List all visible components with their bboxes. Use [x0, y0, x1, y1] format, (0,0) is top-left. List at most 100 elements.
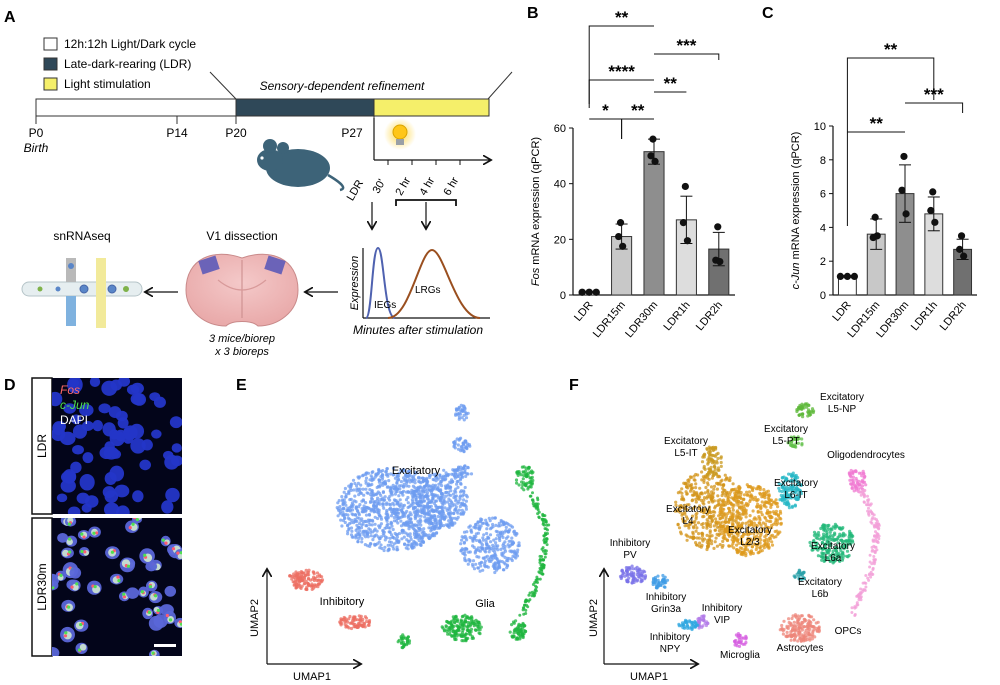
data-point [898, 186, 906, 194]
cluster-astrocytes-point [808, 633, 812, 637]
excitatory-point [350, 529, 354, 533]
e-umap1-label: UMAP1 [293, 671, 331, 683]
fos-puncta [165, 613, 169, 618]
cluster-l23-point [763, 491, 767, 495]
excitatory-point [423, 487, 427, 491]
cluster-l4-point [708, 530, 712, 535]
excitatory-point [433, 518, 437, 522]
excitatory-point [369, 474, 373, 478]
inhibitory-point [359, 614, 363, 618]
panel-a: 12h:12h Light/Dark cycle Late-dark-reari… [21, 37, 513, 358]
nucleus [151, 429, 162, 439]
nucleus [104, 490, 119, 503]
cluster-l23-point [761, 521, 765, 525]
excitatory-point [440, 506, 444, 510]
cluster-l23-point [732, 539, 736, 543]
cluster-l6b-point [801, 571, 805, 575]
excitatory-point [416, 491, 420, 496]
excitatory-point [352, 488, 356, 492]
excitatory-point [370, 518, 374, 523]
nucleus [84, 495, 99, 508]
excitatory-point [417, 501, 421, 505]
nucleus [130, 438, 146, 454]
fos-puncta [116, 575, 120, 579]
inhibitory-point [304, 579, 308, 583]
cluster-l6a-point [836, 555, 840, 559]
glia-point [454, 615, 458, 619]
cluster-l6a-point [822, 535, 827, 539]
fos-puncta [133, 518, 137, 520]
cluster-astrocytes-point [817, 628, 822, 633]
e-label-excitatory: Excitatory [392, 465, 441, 477]
excitatory-point [383, 495, 387, 499]
nucleus [67, 506, 81, 514]
excitatory-point [459, 476, 463, 481]
inhibitory-point [356, 625, 360, 629]
cjun-puncta [153, 594, 158, 598]
nucleus [101, 380, 118, 396]
glia-point [522, 624, 526, 628]
cluster-l23-point [775, 523, 779, 527]
cluster-microglia-point [744, 637, 748, 641]
cluster-l23-point [721, 520, 725, 524]
x-tick-label: LDR1h [909, 299, 940, 333]
cluster-l4-point [701, 525, 705, 530]
inhibitory-point [342, 615, 346, 620]
excitatory-point [382, 506, 386, 510]
y-axis-label: Fos mRNA expression (qPCR) [530, 137, 542, 286]
glia-point [536, 506, 540, 510]
cluster-opcs-point [866, 576, 870, 580]
inhibitory-point [310, 584, 314, 588]
glia-point [544, 527, 548, 531]
cluster-l4-point [699, 509, 703, 514]
cluster-l4-point [683, 510, 687, 514]
cluster-l4-point [706, 522, 710, 526]
cluster-l4-point [707, 515, 712, 519]
data-point [649, 135, 657, 143]
excitatory-point [445, 500, 450, 504]
cluster-opcs-point [864, 574, 868, 577]
excitatory-point [484, 546, 488, 550]
excitatory-point [413, 490, 417, 494]
excitatory-point [419, 523, 423, 527]
cluster-l23-point [756, 485, 760, 489]
data-point [931, 218, 939, 226]
excitatory-point [417, 538, 421, 543]
excitatory-point [388, 486, 392, 490]
cluster-l4-point [674, 503, 678, 507]
cluster-opcs-point [859, 587, 863, 591]
cluster-l23-point [731, 503, 735, 507]
age-p27: P27 [341, 126, 363, 140]
cluster-oligodendrocytes-point [862, 472, 866, 476]
cluster-l4-point [710, 518, 714, 522]
glia-point [474, 622, 478, 627]
cluster-l23-point [726, 501, 730, 506]
cluster-l4-point [707, 477, 711, 481]
cluster-astrocytes-point [793, 613, 798, 617]
cluster-l6a-point [815, 533, 820, 537]
nucleus [98, 403, 111, 414]
excitatory-point [487, 550, 491, 554]
glia-point [444, 624, 448, 628]
x-tick-label: LDR2h [694, 299, 725, 333]
cluster-l23-point [739, 523, 744, 527]
excitatory-point [495, 568, 499, 572]
cluster-astrocytes-point [791, 624, 795, 628]
nucleus [126, 384, 140, 395]
excitatory-point [503, 547, 507, 551]
cluster-l6a-point [838, 559, 842, 564]
e-label-inhibitory: Inhibitory [320, 596, 365, 608]
excitatory-point [385, 508, 389, 513]
fos-puncta [95, 531, 99, 535]
cluster-l23-point [768, 537, 773, 541]
cluster-l23-point [727, 520, 731, 525]
cluster-l6a-point [843, 539, 847, 543]
cluster-l23-point [762, 539, 766, 543]
excitatory-point [399, 480, 403, 484]
nucleus [114, 484, 130, 498]
nucleus [52, 391, 63, 407]
cluster-l6a-point [826, 525, 830, 530]
cluster-l4-point [717, 533, 721, 538]
